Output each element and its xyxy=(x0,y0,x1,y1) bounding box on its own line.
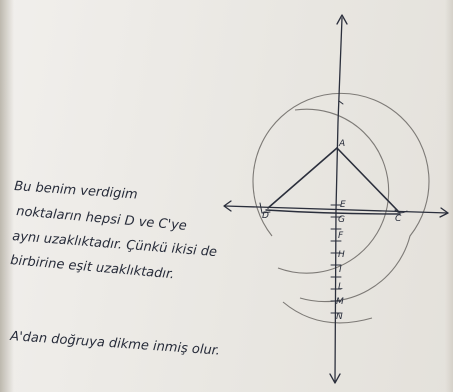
segment-AD xyxy=(267,147,338,209)
compass-circle-left xyxy=(252,92,430,303)
explanation-text: Bu benim verdigim noktaların hepsi D ve … xyxy=(9,179,221,359)
page-edge xyxy=(445,0,453,392)
point-label-F: F xyxy=(338,231,344,241)
point-label-E: E xyxy=(340,200,346,210)
axis-ticks xyxy=(330,204,342,314)
compass-arc-lower xyxy=(282,301,373,324)
segment-AC xyxy=(336,147,399,212)
small-marks xyxy=(259,100,408,214)
note-line-2: noktaların hepsi D ve C'ye xyxy=(16,204,188,234)
segment-DC xyxy=(265,209,401,215)
perpendicular-axis xyxy=(329,14,348,384)
page-shadow xyxy=(0,0,14,392)
note-line-1: Bu benim verdigim xyxy=(14,179,138,203)
point-label-N: N xyxy=(336,312,343,322)
point-label-C: C xyxy=(395,214,402,224)
note-line-4: birbirine eşit uzaklıktadır. xyxy=(10,253,175,282)
point-label-D: D xyxy=(262,211,269,221)
point-label-H: H xyxy=(338,250,345,260)
note-conclusion: A'dan doğruya dikme inmiş olur. xyxy=(9,329,221,359)
triangle-lines xyxy=(265,147,401,215)
point-label-M: M xyxy=(336,297,344,307)
point-label-A: A xyxy=(338,139,345,149)
compass-circle-right xyxy=(277,108,390,274)
point-labels: A D C E G F H I L M N xyxy=(262,139,402,322)
point-label-L: L xyxy=(338,282,343,292)
point-label-I: I xyxy=(339,265,342,275)
point-label-G: G xyxy=(338,215,345,225)
